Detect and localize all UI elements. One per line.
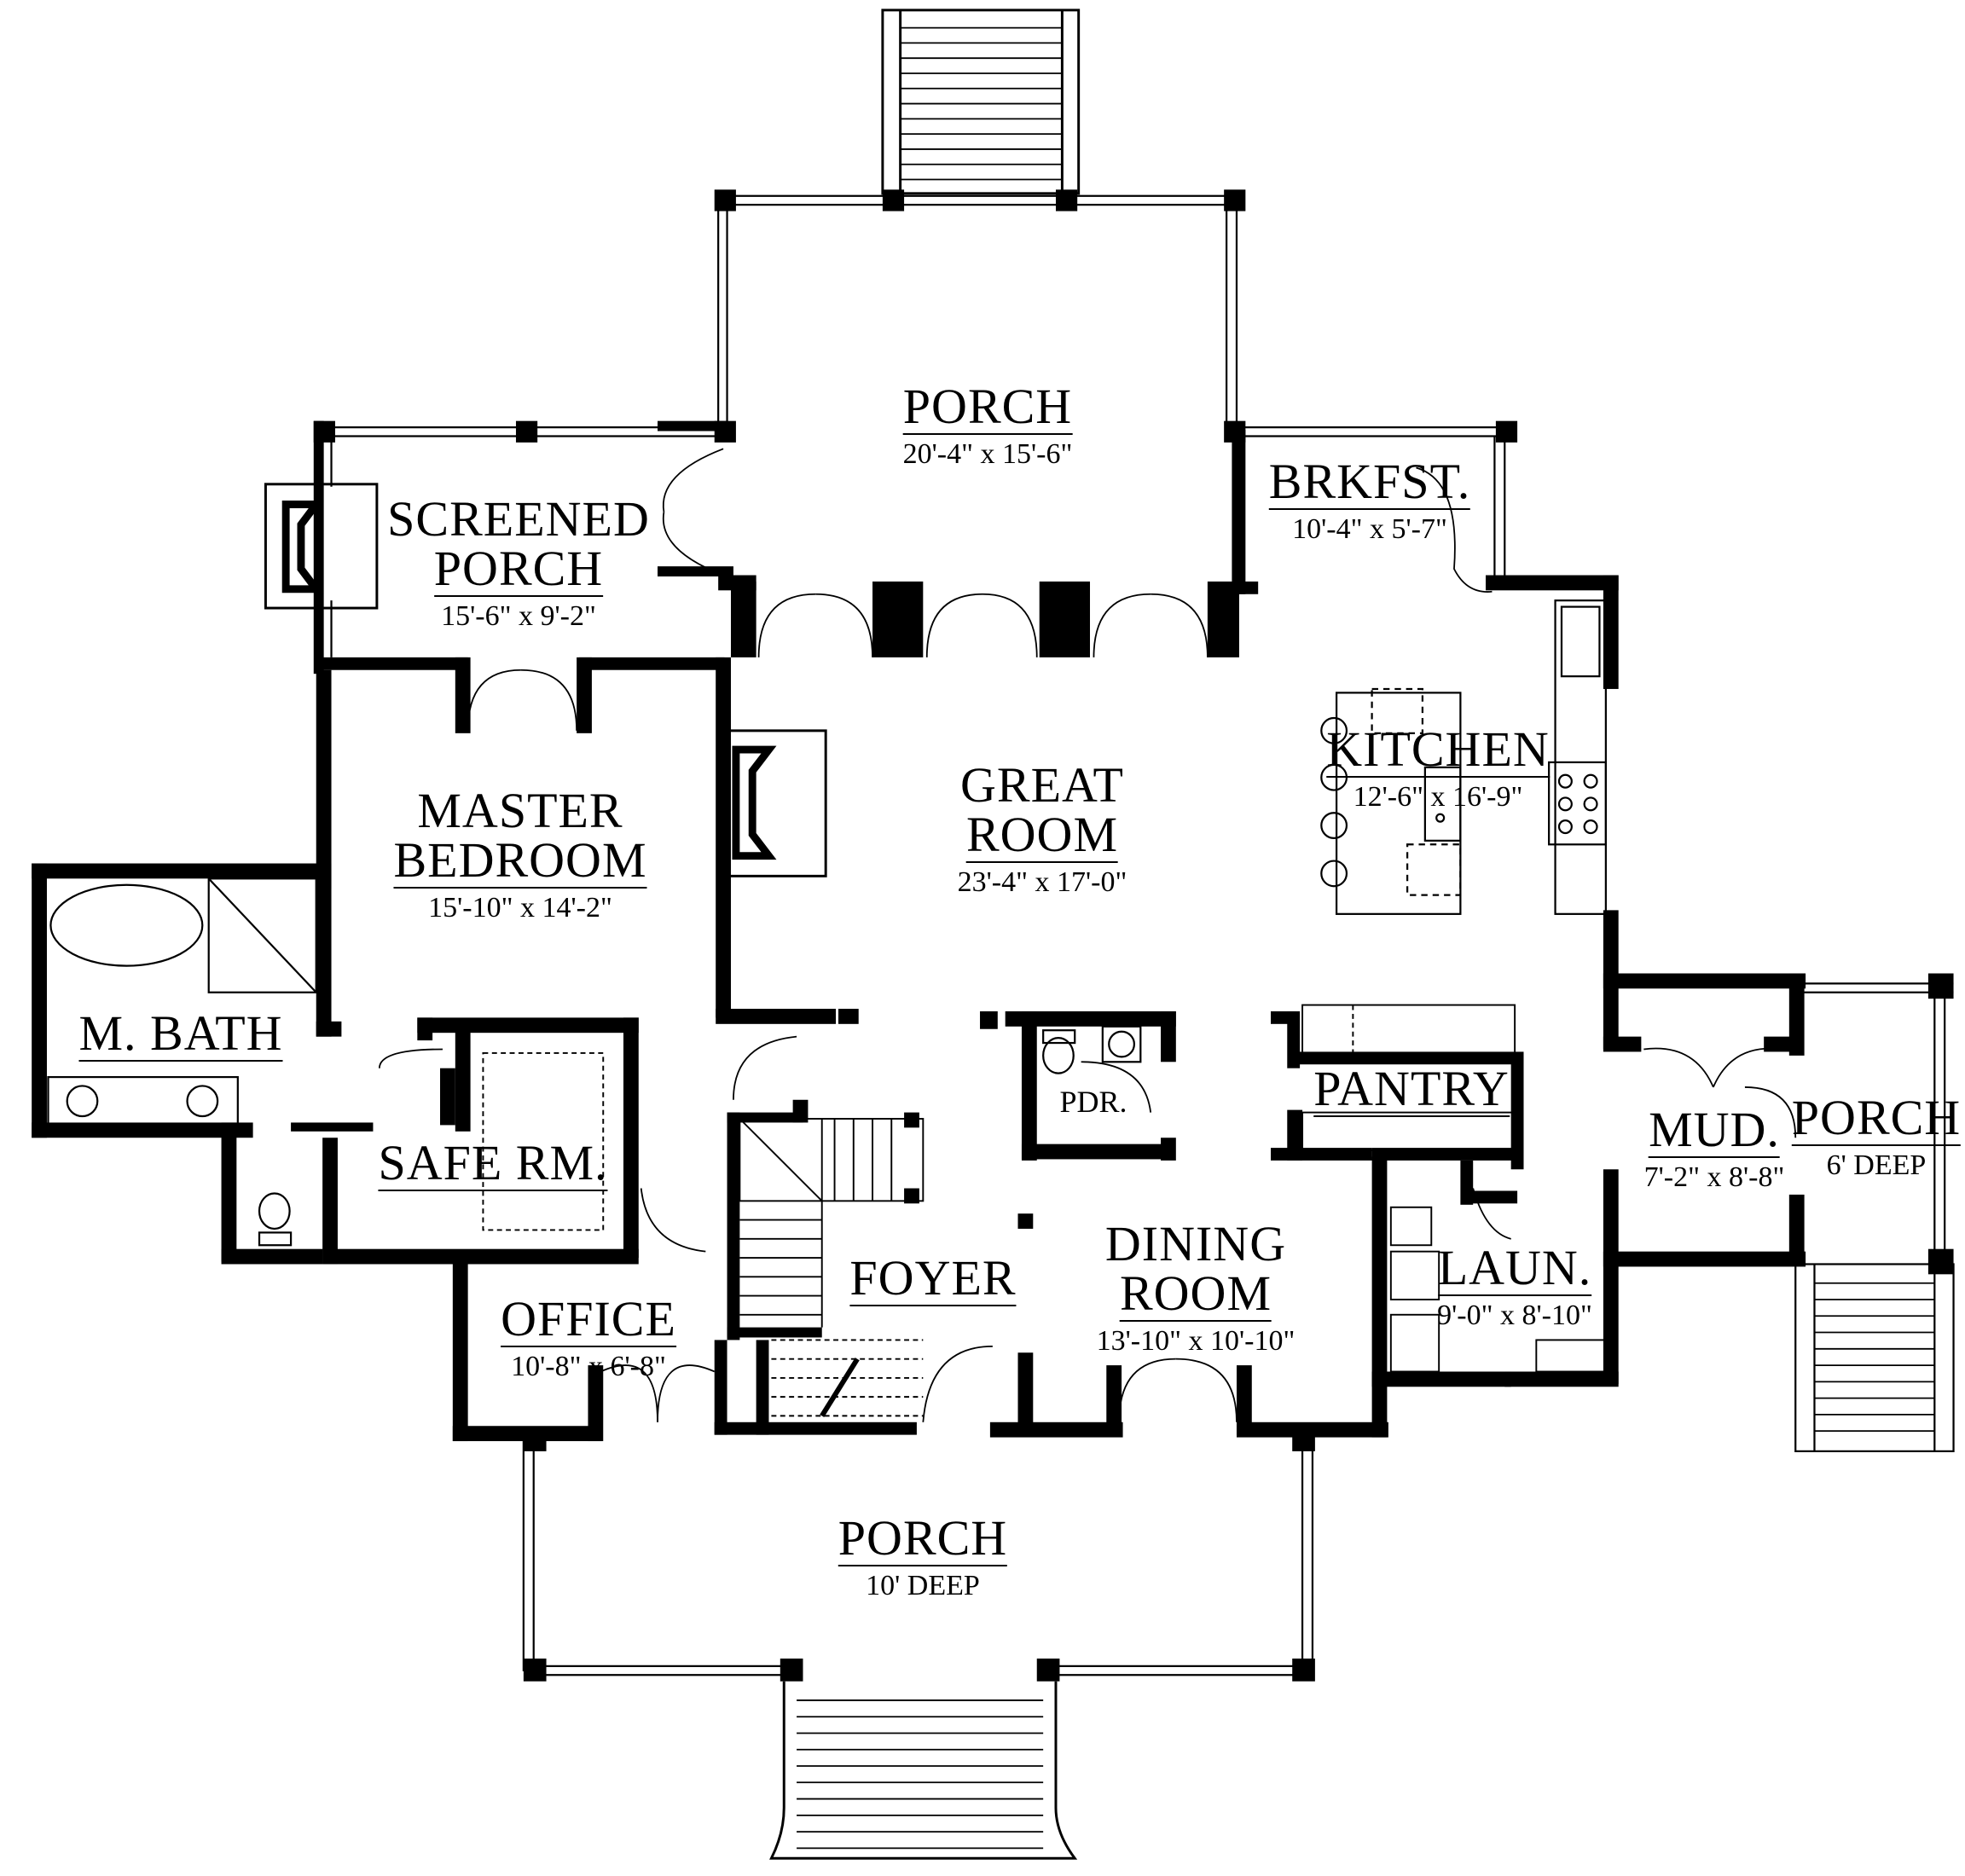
front-porch-stairs (769, 1681, 1078, 1860)
great-room-name1: GREAT (960, 757, 1124, 813)
label-m-bath: M. BATH (78, 1005, 283, 1062)
kitchen-island (1320, 687, 1462, 915)
label-pdr: PDR. (1059, 1086, 1127, 1117)
mud-name: MUD. (1649, 1102, 1780, 1158)
porch-back-name: PORCH (902, 379, 1073, 435)
side-porch (1794, 982, 1955, 1452)
pantry-name: PANTRY (1313, 1061, 1510, 1117)
label-kitchen: KITCHEN 12'-6" x 16'-9" (1326, 725, 1550, 812)
dining-room-name2: ROOM (1119, 1265, 1272, 1322)
kitchen-dim: 12'-6" x 16'-9" (1353, 781, 1523, 813)
label-porch-side: PORCH 6' DEEP (1791, 1090, 1962, 1181)
office-name: OFFICE (501, 1291, 676, 1347)
screened-porch-dim: 15'-6" x 9'-2" (441, 600, 596, 632)
walls (32, 189, 1954, 1682)
porch-front-name: PORCH (838, 1510, 1008, 1566)
label-master-bedroom: MASTER BEDROOM 15'-10" x 14'-2" (393, 783, 647, 924)
label-office: OFFICE 10'-8" x 6'-8" (501, 1294, 676, 1381)
laun-dim: 9'-0" x 8'-10" (1437, 1300, 1592, 1331)
door-swings (378, 448, 1797, 1422)
safe-rm-name: SAFE RM. (378, 1135, 608, 1191)
master-bedroom-name2: BEDROOM (393, 832, 647, 889)
label-screened-porch: SCREENED PORCH 15'-6" x 9'-2" (387, 495, 650, 631)
label-mud: MUD. 7'-2" x 8'-8" (1644, 1105, 1785, 1192)
front-porch-railing (522, 1441, 1314, 1676)
label-porch-back: PORCH 20'-4" x 15'-6" (903, 382, 1073, 469)
back-porch-stairs (881, 9, 1081, 195)
porch-front-dim: 10' DEEP (866, 1570, 980, 1601)
dining-room-dim: 13'-10" x 10'-10" (1096, 1325, 1296, 1357)
safe-room-interior (482, 1051, 605, 1231)
label-foyer: FOYER (849, 1250, 1017, 1306)
porch-back-dim: 20'-4" x 15'-6" (902, 438, 1073, 470)
mud-dim: 7'-2" x 8'-8" (1643, 1161, 1785, 1193)
kitchen-counter (1548, 599, 1607, 915)
great-room-name2: ROOM (965, 807, 1119, 863)
label-great-room: GREAT ROOM 23'-4" x 17'-0" (958, 761, 1127, 897)
label-pantry: PANTRY (1313, 1064, 1510, 1117)
fireplace (726, 729, 827, 877)
foyer-name: FOYER (849, 1250, 1017, 1306)
porch-side-name: PORCH (1791, 1090, 1962, 1146)
label-brkfst: BRKFST. 10'-4" x 5'-7" (1268, 454, 1471, 545)
great-room-dim: 23'-4" x 17'-0" (957, 866, 1127, 898)
dining-room-name1: DINING (1104, 1216, 1287, 1271)
label-laun: LAUN. 9'-0" x 8'-10" (1437, 1243, 1592, 1330)
master-bedroom-name1: MASTER (417, 783, 623, 838)
porch-side-dim: 6' DEEP (1826, 1149, 1927, 1181)
m-bath-name: M. BATH (78, 1005, 283, 1062)
laun-name: LAUN. (1437, 1240, 1592, 1296)
kitchen-name: KITCHEN (1326, 721, 1550, 778)
pdr-name: PDR. (1059, 1085, 1127, 1119)
master-bedroom-dim: 15'-10" x 14'-2" (428, 892, 612, 924)
brkfst-dim: 10'-4" x 5'-7" (1292, 513, 1447, 545)
screened-porch-name2: PORCH (433, 541, 604, 597)
brkfst-name: BRKFST. (1268, 454, 1471, 510)
label-porch-front: PORCH 10' DEEP (838, 1510, 1008, 1601)
screened-porch-name1: SCREENED (387, 491, 650, 547)
office-dim: 10'-8" x 6'-8" (511, 1351, 666, 1382)
label-safe-rm: SAFE RM. (378, 1135, 608, 1191)
label-dining-room: DINING ROOM 13'-10" x 10'-10" (1097, 1219, 1296, 1356)
